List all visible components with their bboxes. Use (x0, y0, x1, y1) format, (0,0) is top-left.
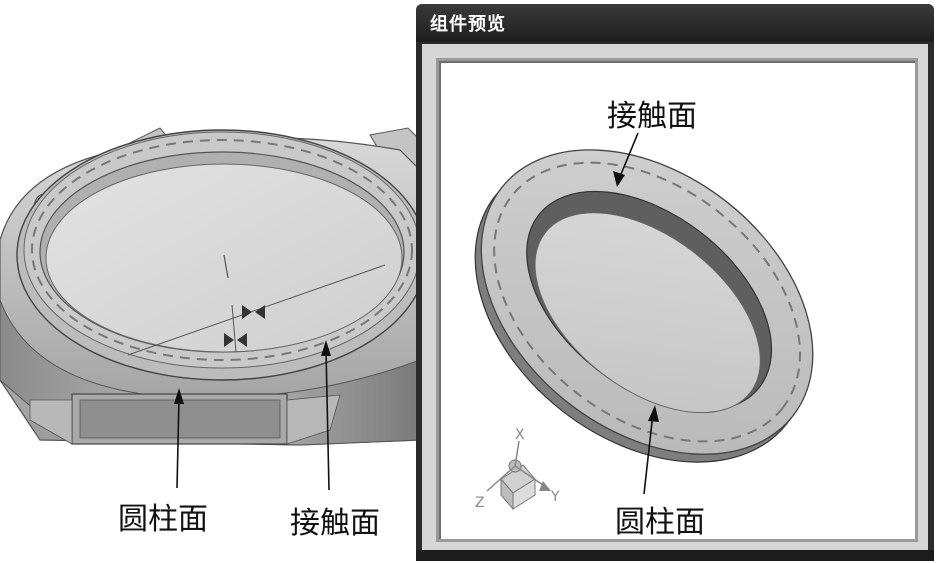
gasket-ring[interactable] (16, 129, 420, 381)
callout-cylinder-face-main: 圆柱面 (118, 502, 208, 537)
preview-frame: X Y Z 接触面 圆柱面 (422, 44, 928, 550)
orientation-triad-icon: X Y Z (475, 427, 560, 511)
callout-contact-face-preview: 接触面 (607, 99, 697, 134)
constraint-markers (127, 254, 386, 356)
window-title: 组件预览 (430, 14, 506, 35)
gasket-preview[interactable] (439, 87, 872, 524)
triad-z-label: Z (475, 495, 485, 511)
preview-viewport[interactable]: X Y Z 接触面 圆柱面 (436, 58, 918, 542)
preview-callout-leaders (613, 132, 659, 495)
triad-y-label: Y (550, 489, 560, 505)
main-3d-view[interactable] (0, 0, 420, 563)
window-bottom-bar (416, 550, 934, 561)
callout-leaders (174, 340, 331, 491)
preview-canvas: X Y Z (439, 87, 872, 524)
component-preview-window: 组件预览 (416, 4, 934, 561)
triad-x-label: X (515, 427, 525, 443)
callout-cylinder-face-preview: 圆柱面 (615, 505, 705, 540)
callout-contact-face-main: 接触面 (290, 506, 380, 541)
title-bar[interactable]: 组件预览 (416, 4, 934, 42)
